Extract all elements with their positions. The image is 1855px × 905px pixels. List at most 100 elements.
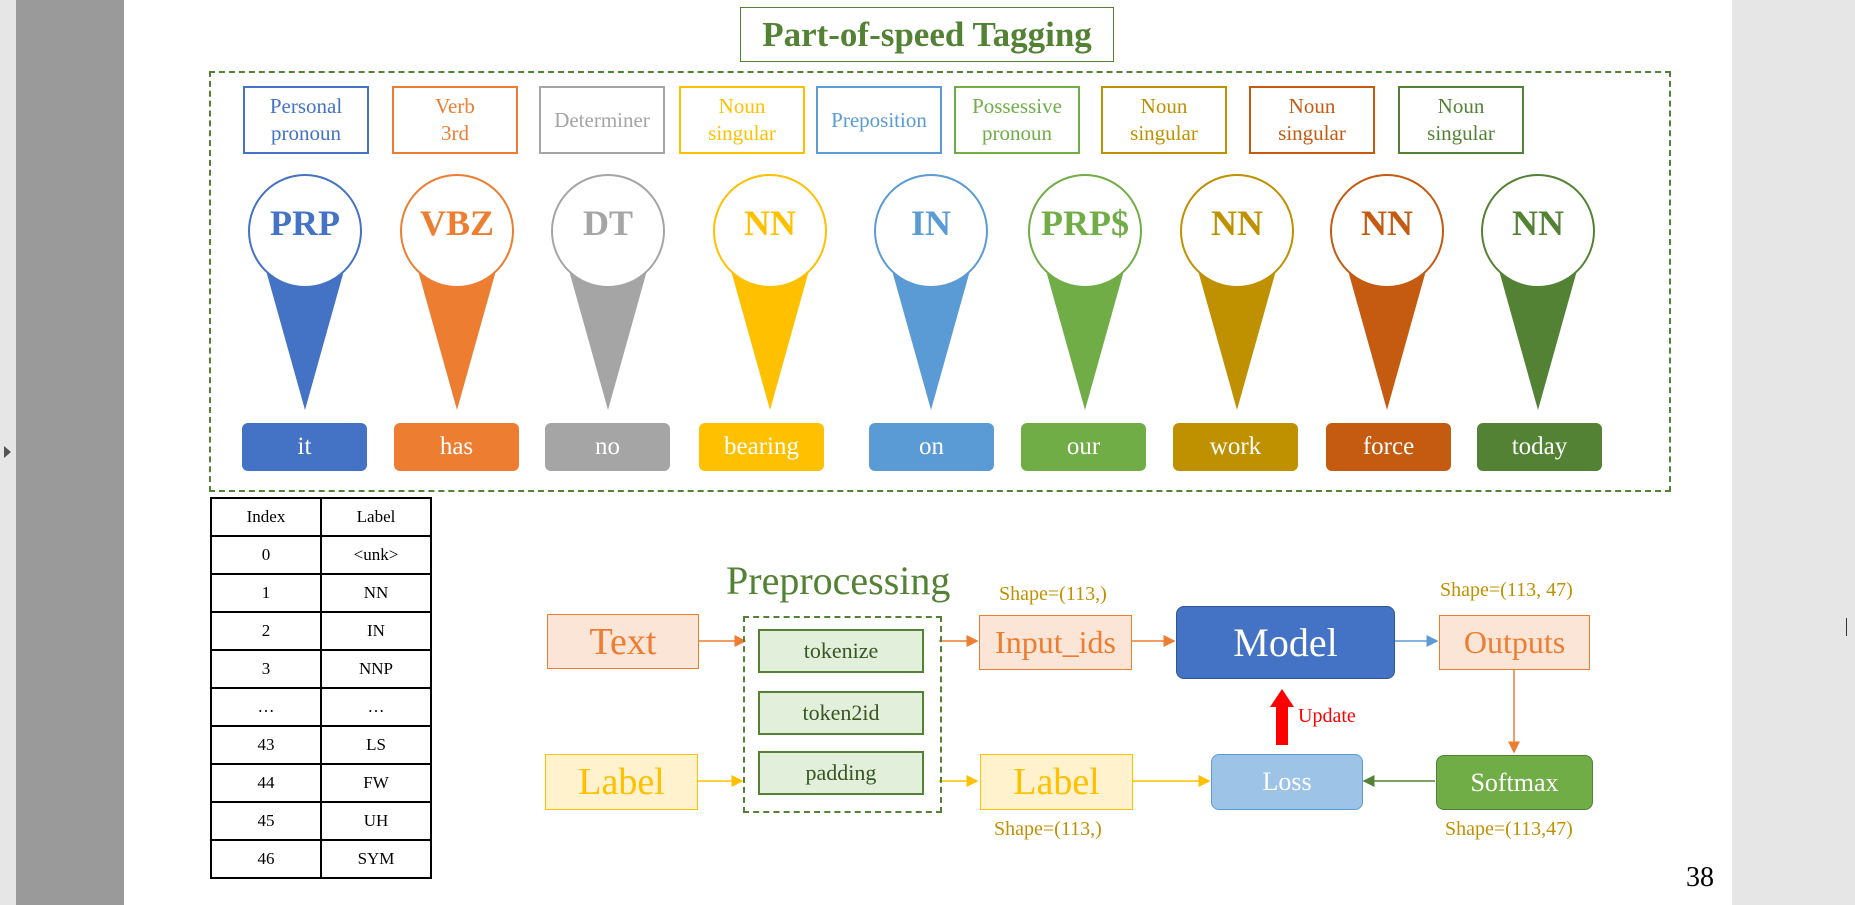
word-chip: has bbox=[394, 423, 519, 471]
word-chip: force bbox=[1326, 423, 1451, 471]
label-cell: IN bbox=[320, 611, 432, 651]
pos-label-line2: pronoun bbox=[981, 121, 1052, 145]
text-cursor-icon bbox=[1846, 618, 1847, 636]
left-scroll-bar bbox=[0, 0, 16, 905]
pos-label-line1: Noun bbox=[1140, 94, 1188, 118]
label-cell: UH bbox=[320, 801, 432, 841]
label-cell: LS bbox=[320, 725, 432, 765]
model-node: Model bbox=[1176, 606, 1395, 679]
label-cell: … bbox=[320, 687, 432, 727]
pos-label-line1: Noun bbox=[1437, 94, 1485, 118]
table-header-label: Label bbox=[320, 497, 432, 537]
pos-label-line2: singular bbox=[1130, 121, 1198, 145]
update-label: Update bbox=[1298, 705, 1356, 727]
tag-pin: NN bbox=[1481, 174, 1595, 410]
tag-pin: NN bbox=[1180, 174, 1294, 410]
pos-tagging-panel bbox=[209, 71, 1671, 492]
pos-label-line2: singular bbox=[1278, 121, 1346, 145]
pos-label-line2: singular bbox=[1427, 121, 1495, 145]
pos-label-line2: pronoun bbox=[270, 121, 341, 145]
shape-label: Shape=(113,) bbox=[994, 818, 1102, 840]
pos-tag: VBZ bbox=[419, 203, 495, 243]
loss-node: Loss bbox=[1211, 754, 1363, 810]
tag-pin: PRP bbox=[248, 174, 362, 410]
index-cell: 2 bbox=[210, 611, 322, 651]
pos-label-box: Personal pronoun bbox=[243, 86, 369, 154]
tag-pin: NN bbox=[713, 174, 827, 410]
pos-label-line1: Determiner bbox=[554, 107, 650, 132]
softmax-node: Softmax bbox=[1436, 755, 1593, 810]
pos-label-line1: Preposition bbox=[831, 107, 927, 132]
label-output-node: Label bbox=[980, 754, 1133, 810]
shape-softmax: Shape=(113,47) bbox=[1445, 818, 1573, 840]
label-cell: FW bbox=[320, 763, 432, 803]
index-cell: 3 bbox=[210, 649, 322, 689]
label-cell: NNP bbox=[320, 649, 432, 689]
expand-arrow-icon[interactable] bbox=[4, 446, 11, 458]
index-cell: 43 bbox=[210, 725, 322, 765]
shape-input-ids: Shape=(113,) bbox=[999, 583, 1107, 605]
index-cell: 45 bbox=[210, 801, 322, 841]
pos-tag: IN bbox=[910, 203, 951, 243]
step-tokenize: tokenize bbox=[758, 629, 924, 673]
pos-label-box: Determiner bbox=[539, 86, 665, 154]
word-chip: our bbox=[1021, 423, 1146, 471]
pos-tag: PRP$ bbox=[1041, 203, 1129, 243]
pos-label-line1: Personal bbox=[269, 94, 343, 118]
table-header-row: Index Label bbox=[210, 497, 432, 537]
pos-label-line1: Verb bbox=[435, 94, 475, 118]
right-scroll-bar bbox=[1732, 0, 1855, 905]
tag-pin: IN bbox=[874, 174, 988, 410]
word-chip: bearing bbox=[699, 423, 824, 471]
page-number: 38 bbox=[1686, 862, 1714, 893]
tag-pin: PRP$ bbox=[1028, 174, 1142, 410]
index-cell: 0 bbox=[210, 535, 322, 575]
tag-pin: DT bbox=[551, 174, 665, 410]
index-cell: 1 bbox=[210, 573, 322, 613]
pos-tag: NN bbox=[744, 203, 796, 243]
table-header-index: Index bbox=[210, 497, 322, 537]
pos-label-line2: singular bbox=[708, 121, 776, 145]
pos-label-line2: 3rd bbox=[441, 121, 469, 145]
pos-label-line1: Noun bbox=[718, 94, 766, 118]
shape-outputs: Shape=(113, 47) bbox=[1440, 579, 1573, 601]
pos-label-box: Noun singular bbox=[1101, 86, 1227, 154]
pos-tag: NN bbox=[1512, 203, 1564, 243]
step-token2id: token2id bbox=[758, 691, 924, 735]
word-chip: today bbox=[1477, 423, 1602, 471]
word-chip: on bbox=[869, 423, 994, 471]
index-cell: 44 bbox=[210, 763, 322, 803]
pos-label-box: Noun singular bbox=[679, 86, 805, 154]
preprocessing-title: Preprocessing bbox=[726, 558, 951, 603]
pos-tag: NN bbox=[1361, 203, 1413, 243]
word-chip: it bbox=[242, 423, 367, 471]
pos-label-box: Noun singular bbox=[1398, 86, 1524, 154]
tag-pin: NN bbox=[1330, 174, 1444, 410]
table-row: 0<unk> bbox=[210, 535, 432, 575]
label-cell: SYM bbox=[320, 839, 432, 879]
tag-pin: VBZ bbox=[400, 174, 514, 410]
step-padding: padding bbox=[758, 751, 924, 795]
pos-label-box: Preposition bbox=[816, 86, 942, 154]
input-ids-node: Input_ids bbox=[979, 615, 1132, 670]
text-node: Text bbox=[547, 614, 699, 669]
pos-label-line1: Possessive bbox=[972, 94, 1062, 118]
label-cell: <unk> bbox=[320, 535, 432, 575]
label-input-node: Label bbox=[545, 754, 698, 810]
label-cell: NN bbox=[320, 573, 432, 613]
table-row: …… bbox=[210, 687, 432, 727]
outputs-node: Outputs bbox=[1439, 615, 1590, 670]
pos-tag: PRP bbox=[270, 203, 340, 243]
pos-label-box: Verb 3rd bbox=[392, 86, 518, 154]
pipeline-arrows bbox=[698, 635, 1520, 787]
preprocessing-box bbox=[743, 616, 942, 813]
